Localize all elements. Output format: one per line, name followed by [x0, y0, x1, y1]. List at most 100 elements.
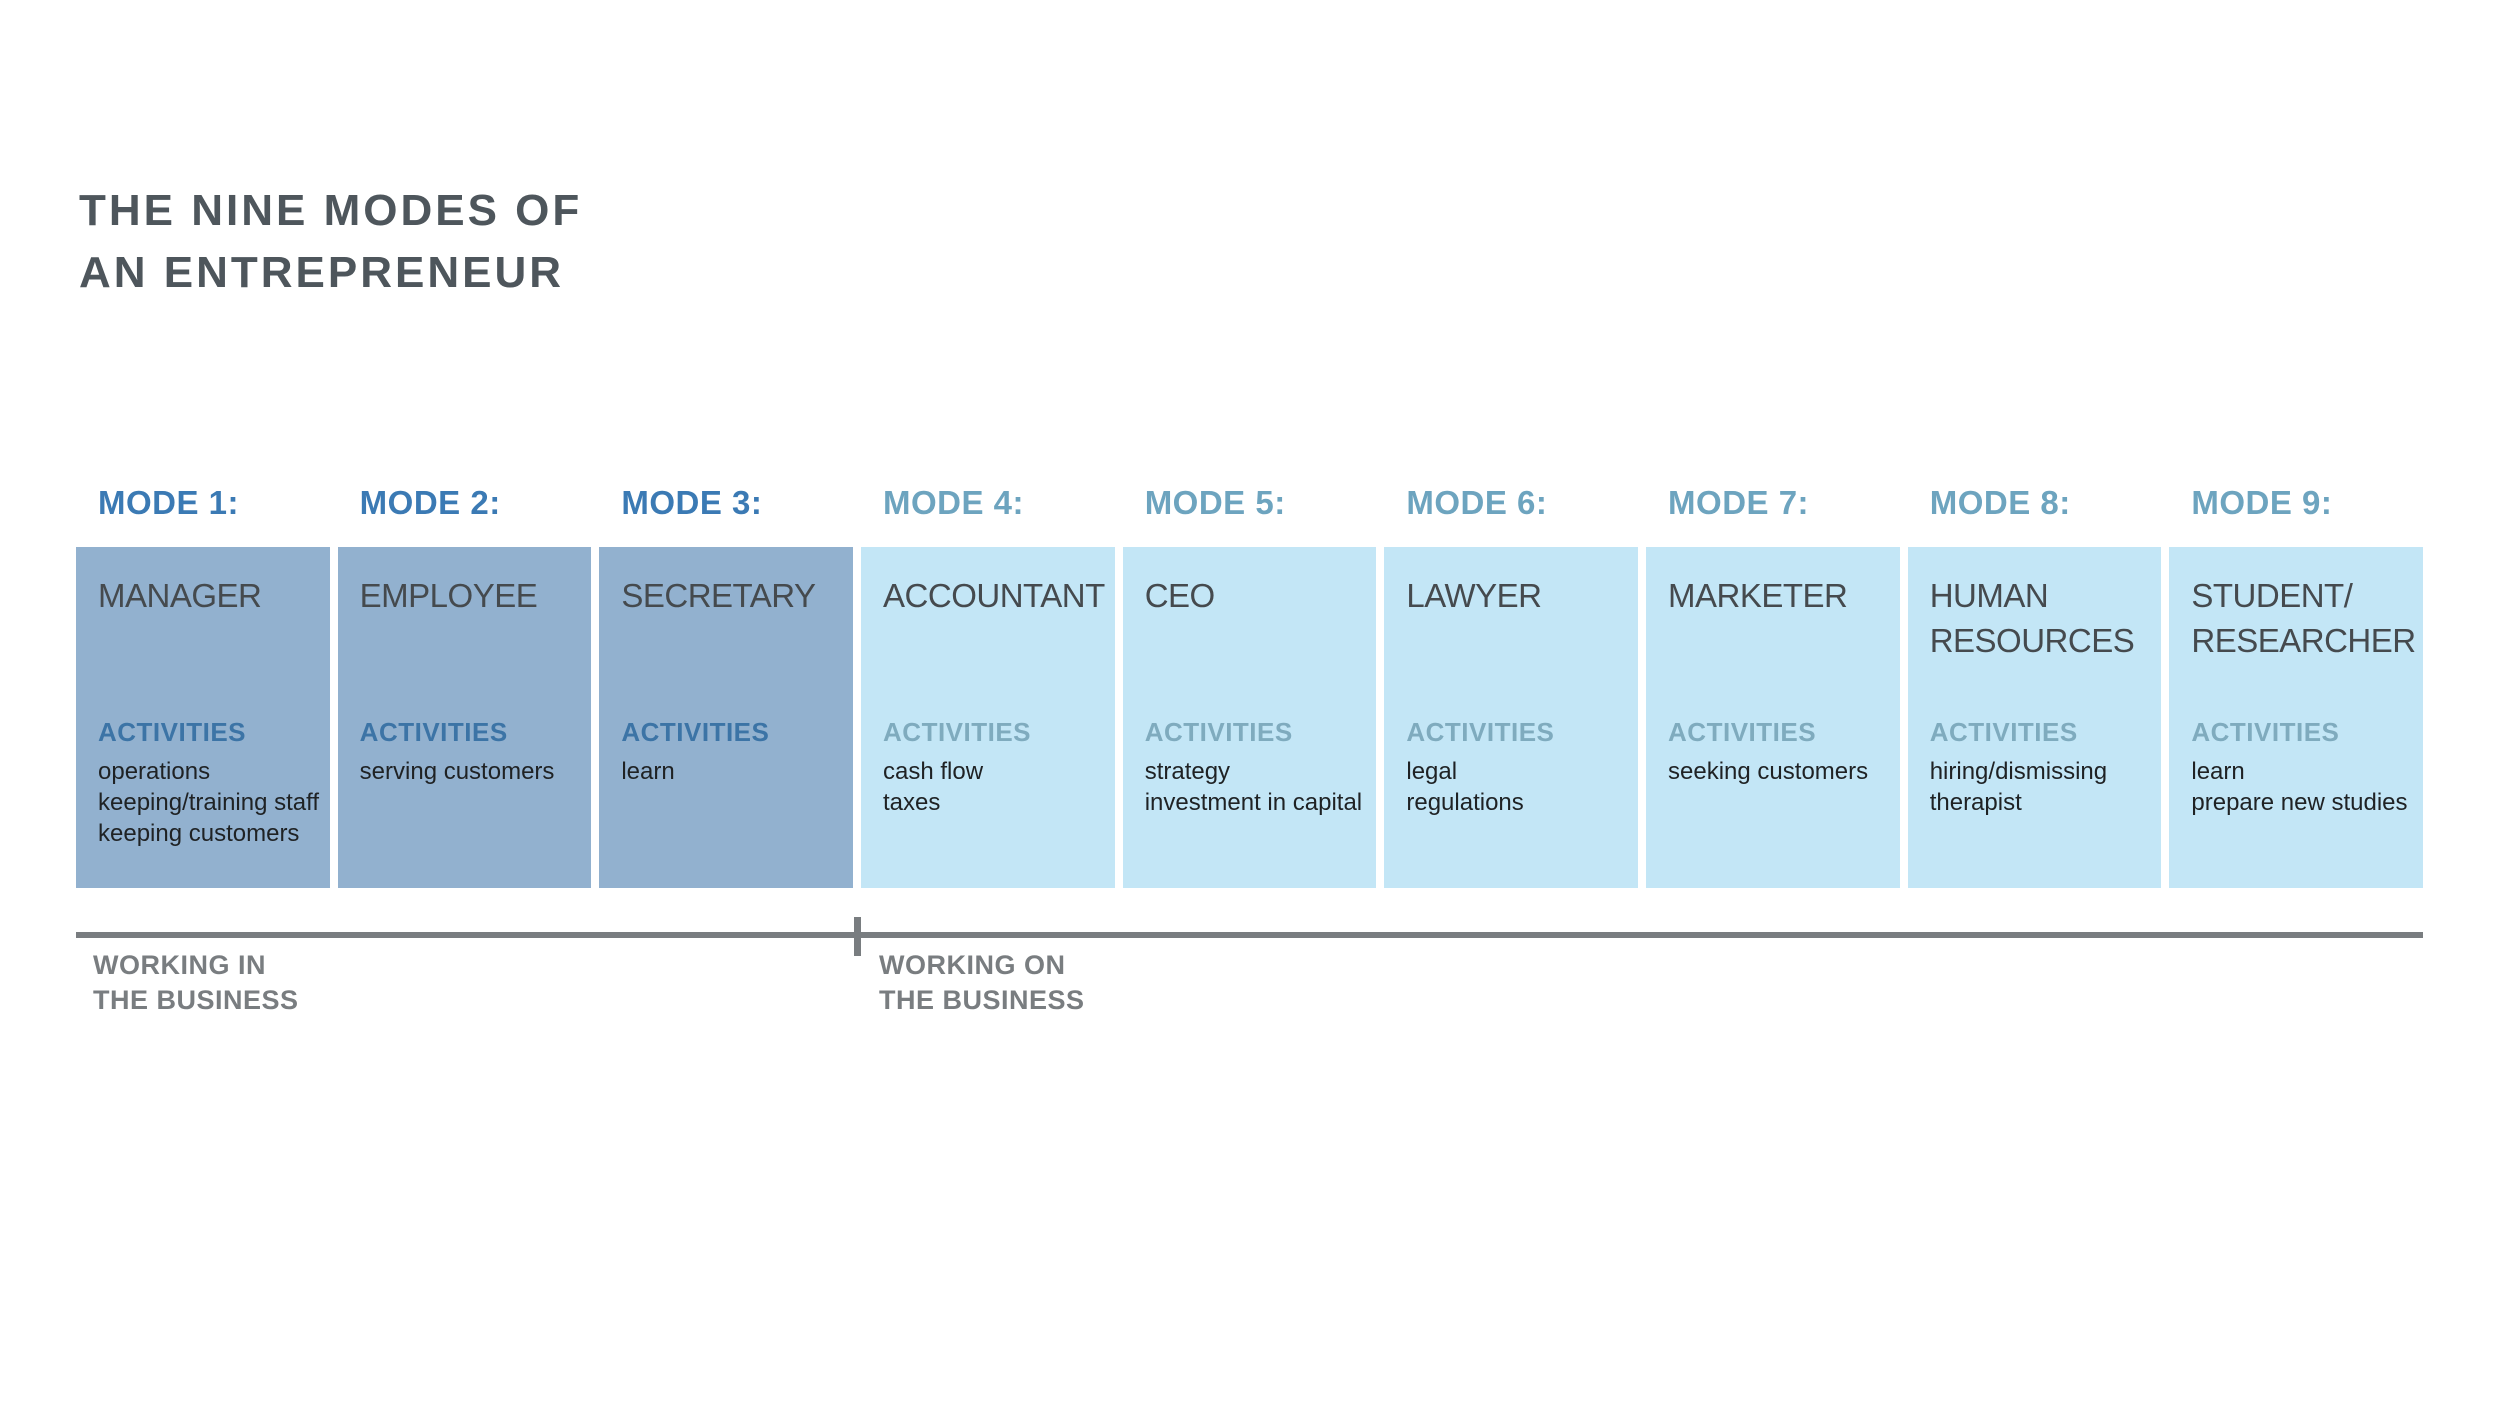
mode-box: MARKETER ACTIVITIES seeking customers: [1646, 547, 1900, 888]
mode-box: LAWYER ACTIVITIES legal regulations: [1384, 547, 1639, 888]
activities-block: ACTIVITIES learn: [621, 717, 845, 787]
activity-item: cash flow: [883, 758, 984, 785]
activity-item: taxes: [883, 789, 941, 816]
activity-item: keeping customers: [98, 820, 300, 847]
activities-block: ACTIVITIES cash flow taxes: [883, 717, 1107, 818]
mode-box: SECRETARY ACTIVITIES learn: [599, 547, 854, 888]
modes-row: MODE 1: MANAGER ACTIVITIES operations kee…: [76, 483, 2424, 888]
mode-label: MODE 8:: [1929, 484, 2071, 521]
activities-list: learn prepare new studies: [2191, 756, 2415, 818]
activities-list: legal regulations: [1406, 756, 1630, 818]
role-title-line: EMPLOYEE: [359, 577, 538, 614]
activities-label: ACTIVITIES: [883, 717, 1032, 747]
activity-item: serving customers: [359, 758, 555, 785]
working-on-label-line-2: THE BUSINESS: [879, 985, 1085, 1015]
axis-divider-tick: [854, 917, 861, 956]
role-title-line: MARKETER: [1668, 577, 1848, 614]
working-in-label: WORKING IN THE BUSINESS: [93, 948, 299, 1018]
mode-box: CEO ACTIVITIES strategy investment in cap…: [1122, 547, 1377, 888]
activities-block: ACTIVITIES hiring/dismissing therapist: [1930, 717, 2154, 818]
activities-label: ACTIVITIES: [2191, 717, 2340, 747]
activities-label: ACTIVITIES: [621, 717, 770, 747]
mode-label: MODE 7:: [1668, 484, 1810, 521]
role-title: EMPLOYEE: [360, 573, 588, 618]
mode-column: MODE 3: SECRETARY ACTIVITIES learn: [599, 483, 854, 888]
role-title-line: SECRETARY: [621, 577, 816, 614]
role-title-line: CEO: [1144, 577, 1216, 614]
mode-column: MODE 4: ACCOUNTANT ACTIVITIES cash flow t…: [861, 483, 1115, 888]
activities-label: ACTIVITIES: [359, 717, 508, 747]
role-title: MARKETER: [1668, 573, 1896, 618]
activity-item: therapist: [1929, 789, 2022, 816]
mode-box: EMPLOYEE ACTIVITIES serving customers: [337, 547, 592, 888]
mode-column: MODE 2: EMPLOYEE ACTIVITIES serving cust…: [337, 483, 592, 888]
activities-block: ACTIVITIES learn prepare new studies: [2191, 717, 2415, 818]
mode-label: MODE 1:: [98, 484, 240, 521]
axis-line: [76, 932, 2423, 938]
role-title: ACCOUNTANT: [883, 573, 1111, 618]
activities-list: seeking customers: [1668, 756, 1892, 787]
role-title: HUMAN RESOURCES: [1930, 573, 2158, 663]
activities-label: ACTIVITIES: [1929, 717, 2078, 747]
activity-item: strategy: [1144, 758, 1231, 785]
mode-label: MODE 2:: [359, 484, 501, 521]
page-title: THE NINE MODES OF AN ENTREPRENEUR: [79, 180, 582, 304]
role-title: SECRETARY: [621, 573, 849, 618]
mode-column: MODE 6: LAWYER ACTIVITIES legal regulatio…: [1384, 483, 1639, 888]
activities-list: serving customers: [360, 756, 584, 787]
mode-column: MODE 7: MARKETER ACTIVITIES seeking cust…: [1646, 483, 1900, 888]
activities-block: ACTIVITIES serving customers: [360, 717, 584, 787]
activity-item: learn: [621, 758, 675, 785]
mode-box: STUDENT/RESEARCHER ACTIVITIES learn prepa…: [2169, 547, 2424, 888]
role-title-line: LAWYER: [1406, 577, 1542, 614]
role-title-line: ACCOUNTANT: [883, 577, 1105, 614]
mode-label: MODE 3:: [621, 484, 763, 521]
activity-item: legal: [1406, 758, 1458, 785]
role-title: LAWYER: [1406, 573, 1634, 618]
role-title-line: STUDENT/: [2191, 577, 2353, 614]
role-title-line: HUMAN: [1929, 577, 2049, 614]
mode-box: ACCOUNTANT ACTIVITIES cash flow taxes: [861, 547, 1115, 888]
activities-label: ACTIVITIES: [1144, 717, 1293, 747]
activity-item: seeking customers: [1668, 758, 1869, 785]
activities-block: ACTIVITIES seeking customers: [1668, 717, 1892, 787]
mode-label: MODE 5:: [1144, 484, 1286, 521]
activity-item: hiring/dismissing: [1929, 758, 2108, 785]
page-title-line-2: AN ENTREPRENEUR: [79, 248, 565, 297]
activities-list: strategy investment in capital: [1145, 756, 1369, 818]
activity-item: keeping/training staff: [98, 789, 320, 816]
working-in-label-line-1: WORKING IN: [93, 950, 266, 980]
mode-box: MANAGER ACTIVITIES operations keeping/tra…: [76, 547, 330, 888]
activity-item: regulations: [1406, 789, 1524, 816]
activities-list: operations keeping/training staff keeping …: [98, 756, 322, 849]
activities-list: learn: [621, 756, 845, 787]
mode-column: MODE 9: STUDENT/RESEARCHER ACTIVITIES le…: [2169, 483, 2424, 888]
activity-item: learn: [2191, 758, 2245, 785]
activities-label: ACTIVITIES: [1406, 717, 1555, 747]
role-title: STUDENT/RESEARCHER: [2191, 573, 2419, 663]
working-on-label-line-1: WORKING ON: [879, 950, 1066, 980]
activities-label: ACTIVITIES: [98, 717, 247, 747]
mode-column: MODE 5: CEO ACTIVITIES strategy investmen…: [1122, 483, 1377, 888]
mode-column: MODE 1: MANAGER ACTIVITIES operations kee…: [76, 483, 330, 888]
role-title: CEO: [1145, 573, 1373, 618]
activities-list: hiring/dismissing therapist: [1930, 756, 2154, 818]
role-title-line: RESOURCES: [1929, 622, 2135, 659]
page-title-line-1: THE NINE MODES OF: [79, 186, 583, 235]
activity-item: operations: [98, 758, 211, 785]
activity-item: investment in capital: [1144, 789, 1363, 816]
role-title-line: RESEARCHER: [2191, 622, 2416, 659]
role-title: MANAGER: [98, 573, 326, 618]
activity-item: prepare new studies: [2191, 789, 2408, 816]
activities-label: ACTIVITIES: [1668, 717, 1817, 747]
working-in-label-line-2: THE BUSINESS: [93, 985, 299, 1015]
mode-column: MODE 8: HUMAN RESOURCES ACTIVITIES hiring…: [1907, 483, 2162, 888]
activities-block: ACTIVITIES strategy investment in capital: [1145, 717, 1369, 818]
mode-label: MODE 9:: [2191, 484, 2333, 521]
mode-box: HUMAN RESOURCES ACTIVITIES hiring/dismiss…: [1907, 547, 2162, 888]
mode-label: MODE 6:: [1406, 484, 1548, 521]
activities-block: ACTIVITIES legal regulations: [1406, 717, 1630, 818]
working-on-label: WORKING ON THE BUSINESS: [879, 948, 1085, 1018]
mode-label: MODE 4:: [883, 484, 1025, 521]
